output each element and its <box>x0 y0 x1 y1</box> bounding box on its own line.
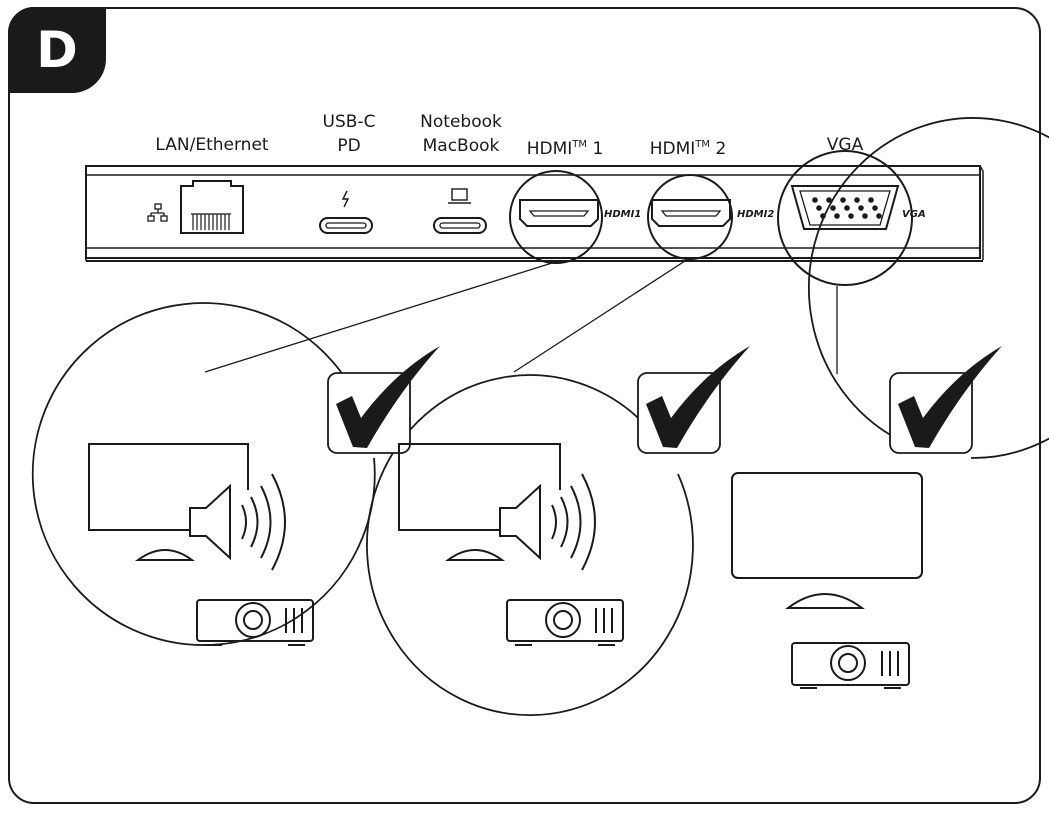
speaker-icon <box>499 473 596 571</box>
projector-icon <box>196 599 314 646</box>
docking-station <box>85 165 984 262</box>
monitor-icon <box>398 443 561 561</box>
label-hdmi2: HDMITM 2 <box>649 139 727 159</box>
checkmark-icon <box>646 346 750 448</box>
monitor-icon <box>731 472 923 609</box>
diagram-frame <box>8 7 1041 804</box>
hdmi2-port <box>647 174 733 260</box>
label-lan: LAN/Ethernet <box>155 135 269 155</box>
hdmi1-port <box>509 170 603 264</box>
engraving-hdmi1: HDMI1 <box>604 209 641 220</box>
label-hdmi1: HDMITM 1 <box>526 139 604 159</box>
lan-port <box>180 180 244 234</box>
lightning-icon <box>341 190 350 208</box>
monitor-icon <box>88 443 249 561</box>
laptop-icon <box>448 188 471 204</box>
checkmark-icon <box>898 346 1002 448</box>
output-circle-hdmi2 <box>366 374 694 716</box>
usbc-notebook-port <box>433 217 487 234</box>
engraving-vga: VGA <box>902 209 926 220</box>
speaker-icon <box>189 473 286 571</box>
engraving-hdmi2: HDMI2 <box>737 209 774 220</box>
leader-hdmi1 <box>204 262 553 373</box>
projector-icon <box>506 599 624 646</box>
label-usbc-pd: USB-C PD <box>322 112 376 156</box>
output-circle-hdmi1 <box>31 302 376 646</box>
output-circle-vga <box>808 117 1049 459</box>
checkmark-icon <box>336 346 440 448</box>
network-icon <box>147 203 168 222</box>
vga-port <box>777 150 913 286</box>
projector-icon <box>791 642 910 689</box>
vga-pins <box>812 197 882 219</box>
leader-hdmi2 <box>513 258 689 373</box>
label-vga: VGA <box>826 135 864 155</box>
usbc-pd-port <box>319 217 373 234</box>
section-badge: D <box>8 7 106 93</box>
label-notebook: Notebook MacBook <box>420 112 502 156</box>
